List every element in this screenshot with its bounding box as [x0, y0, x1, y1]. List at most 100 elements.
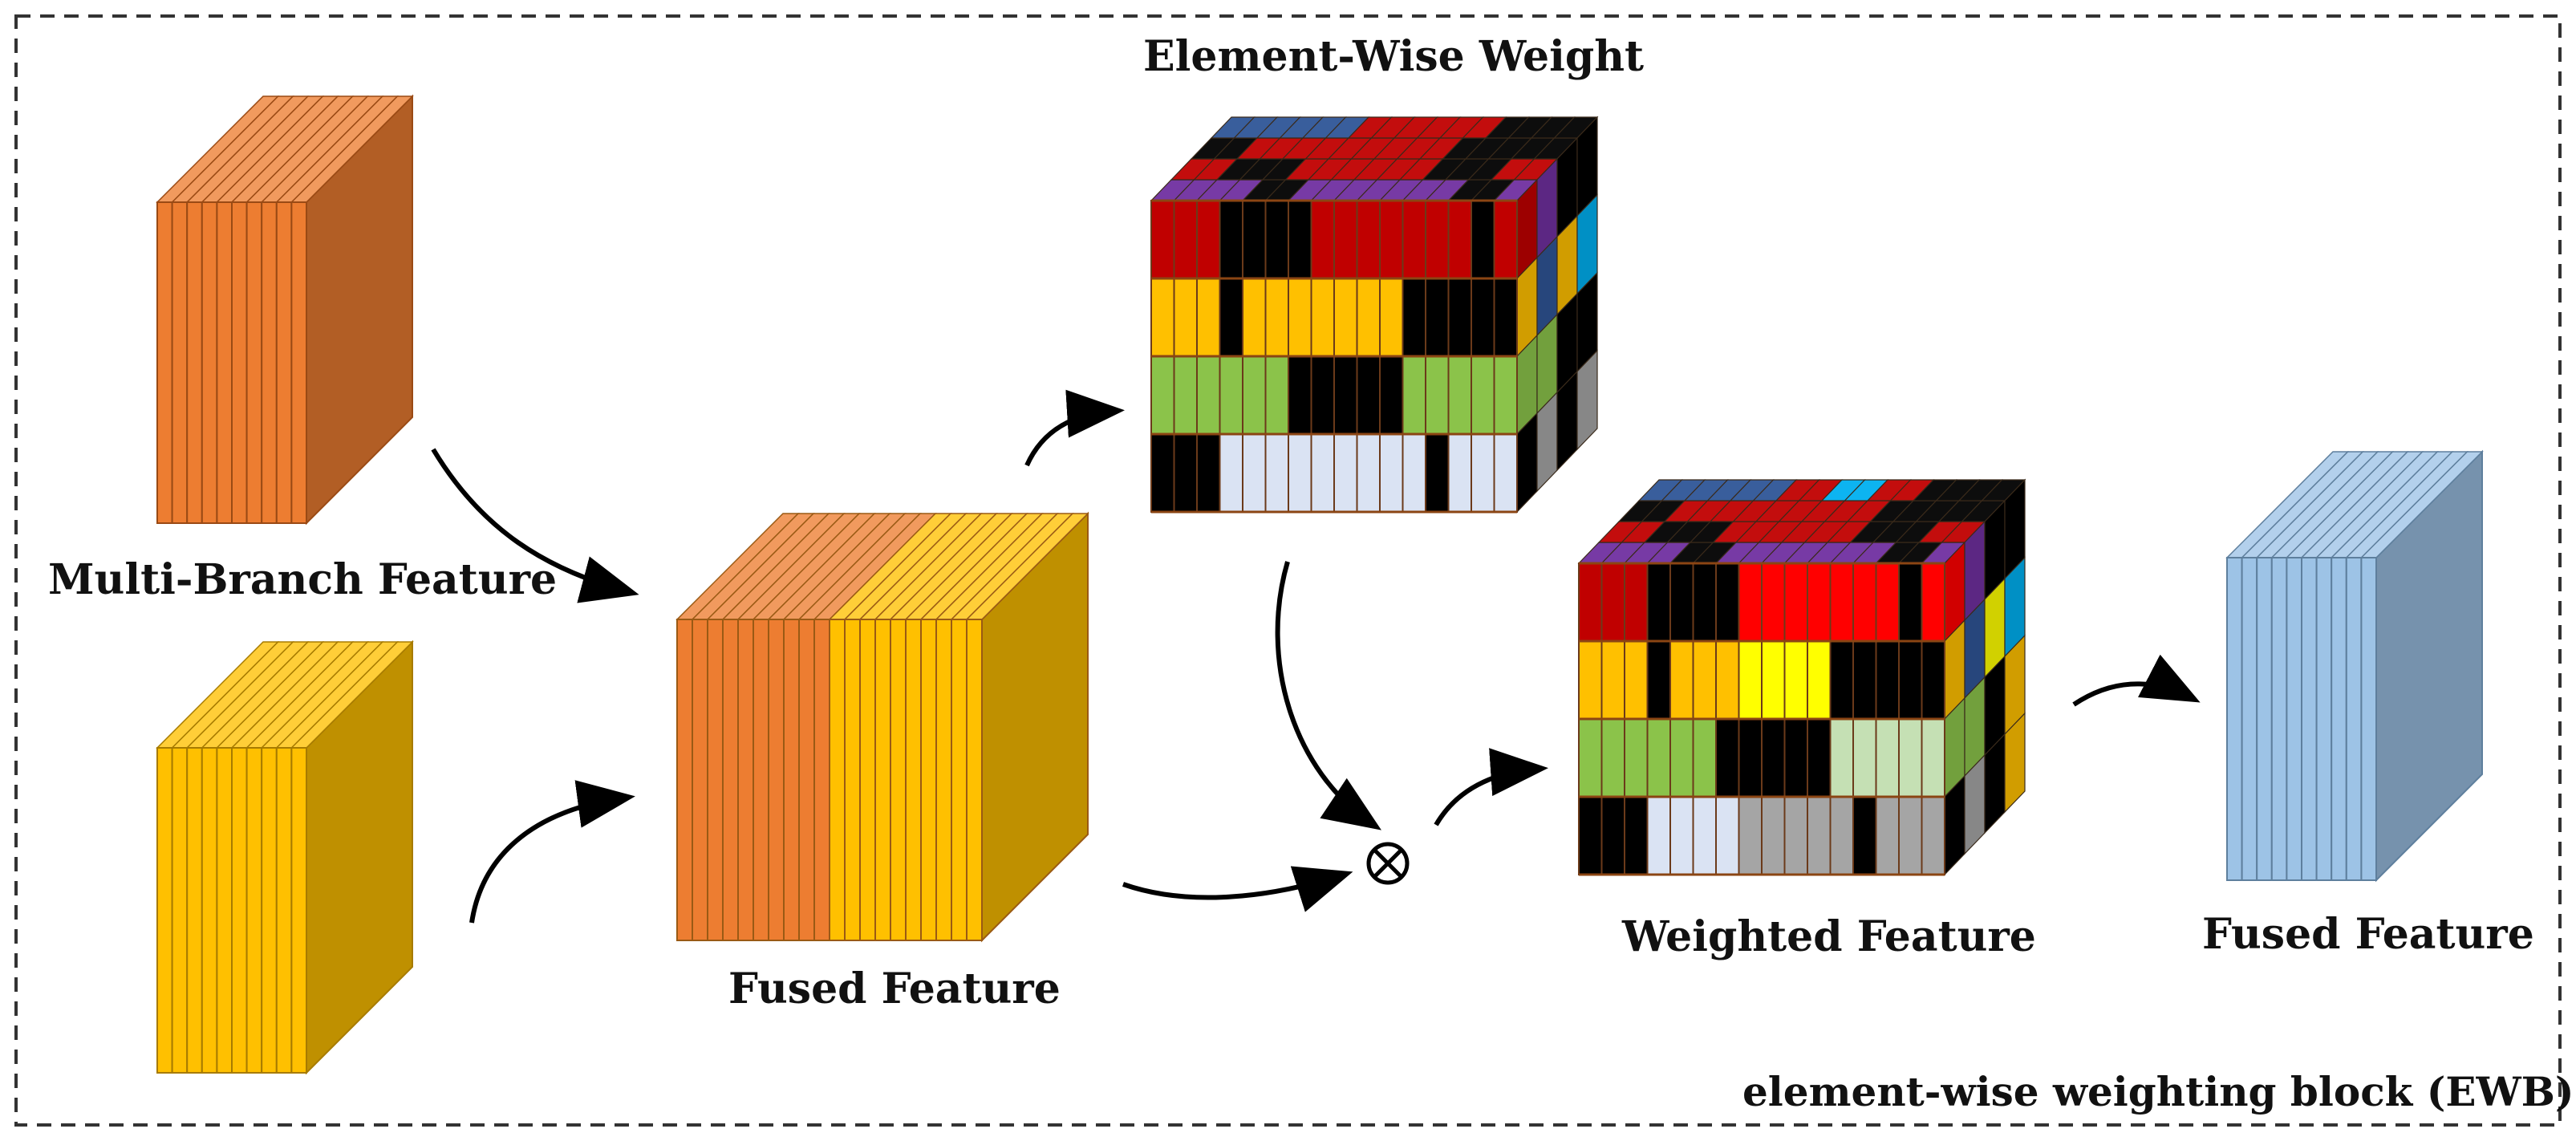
cube-front-cell — [1783, 562, 1808, 642]
cube-front-cell — [1425, 355, 1450, 435]
block-front-slice — [2241, 557, 2258, 881]
cube-front-cell — [1783, 796, 1808, 875]
cube-front-cell — [1264, 355, 1289, 435]
block-front-slice — [2315, 557, 2333, 881]
cube-front-cell — [1898, 718, 1923, 798]
cube-front-cell — [1761, 718, 1786, 798]
cube-front-cell — [1264, 433, 1289, 513]
block-front-slice — [2256, 557, 2273, 881]
cube-front-cell — [1829, 562, 1854, 642]
cube-front-cell — [1715, 562, 1740, 642]
block-front-slice — [171, 747, 189, 1074]
cube-front-cell — [1783, 718, 1808, 798]
cube-front-cell — [1875, 562, 1900, 642]
cube-front-cell — [1669, 562, 1694, 642]
cube-front-cell — [1761, 796, 1786, 875]
cube-front-cell — [1288, 200, 1312, 279]
cube-front-cell — [1669, 640, 1694, 720]
cube-front-cell — [1669, 796, 1694, 875]
cube-front-cell — [1219, 433, 1243, 513]
cube-front-cell — [1898, 796, 1923, 875]
cube-front-cell — [1425, 278, 1450, 357]
cube-front-cell — [1242, 433, 1267, 513]
block-front-slice — [245, 201, 263, 524]
cube-front-cell — [1402, 200, 1426, 279]
cube-front-cell — [1669, 718, 1694, 798]
block-front-slice — [275, 201, 293, 524]
cube-front-cell — [1196, 433, 1221, 513]
cube-front-cell — [1288, 278, 1312, 357]
cube-front-cell — [1493, 200, 1518, 279]
cube-front-cell — [1264, 200, 1289, 279]
cube-front-cell — [1829, 796, 1854, 875]
cube-front-cell — [1646, 640, 1671, 720]
cube-front-cell — [1356, 433, 1381, 513]
cube-front-cell — [1738, 718, 1763, 798]
block-front-slice — [171, 201, 189, 524]
cube-front-cell — [1173, 278, 1198, 357]
element-wise-weight-label: Element-Wise Weight — [1143, 32, 1644, 81]
cube-front-cell — [1807, 640, 1832, 720]
element-wise-weight-cube — [1150, 116, 1599, 514]
cube-front-cell — [1715, 718, 1740, 798]
cube-front-cell — [1379, 355, 1404, 435]
block-front-slice — [245, 747, 263, 1074]
cube-front-cell — [1646, 796, 1671, 875]
block-front-slice — [2301, 557, 2318, 881]
cube-front-cell — [1493, 278, 1518, 357]
cube-front-cell — [1333, 355, 1358, 435]
arrow-operator-to-weighted — [1434, 748, 1548, 826]
block-front-slice — [2331, 557, 2347, 881]
cube-front-cell — [1646, 562, 1671, 642]
block-front-slice — [2226, 557, 2243, 881]
cube-side-cell — [1576, 349, 1598, 451]
block-front-slice — [951, 619, 968, 941]
cube-front-cell — [1310, 355, 1335, 435]
cube-front-cell — [1173, 355, 1198, 435]
cube-front-cell — [1173, 433, 1198, 513]
block-name-label: element-wise weighting block (EWB) — [1742, 1068, 2574, 1115]
cube-front-cell — [1356, 355, 1381, 435]
cube-front-cell — [1471, 355, 1495, 435]
block-front-slice — [275, 747, 293, 1074]
cube-front-cell — [1852, 562, 1877, 642]
block-front-slice — [935, 619, 952, 941]
fused-feature-block — [675, 511, 1089, 943]
cube-front-cell — [1425, 200, 1450, 279]
cube-front-cell — [1738, 796, 1763, 875]
multi-branch-feature-gold — [156, 640, 414, 1075]
cube-front-cell — [1471, 433, 1495, 513]
cube-front-cell — [1196, 355, 1221, 435]
cube-front-cell — [1692, 640, 1717, 720]
cube-front-cell — [1493, 355, 1518, 435]
fused-feature-output-label: Fused Feature — [2202, 910, 2534, 959]
cube-front-cell — [1288, 433, 1312, 513]
block-front-slice — [753, 619, 769, 941]
cube-front-cell — [1852, 718, 1877, 798]
cube-front-cell — [1242, 278, 1267, 357]
block-front-slice — [2360, 557, 2377, 881]
cube-front-cell — [1715, 796, 1740, 875]
cube-front-cell — [1600, 640, 1625, 720]
block-front-slice — [231, 747, 248, 1074]
cube-front-cell — [1578, 796, 1603, 875]
block-front-slice — [290, 201, 307, 524]
cube-front-cell — [1624, 562, 1649, 642]
cube-front-cell — [1425, 433, 1450, 513]
block-frame — [14, 14, 2562, 1127]
cube-front-cell — [1150, 433, 1175, 513]
arrow-fused-to-operator — [1122, 866, 1353, 912]
cube-front-cell — [1898, 640, 1923, 720]
cube-front-cell — [1875, 796, 1900, 875]
block-front-slice — [905, 619, 922, 941]
cube-front-cell — [1173, 200, 1198, 279]
cube-front-cell — [1761, 562, 1786, 642]
flow-arrows — [431, 389, 2201, 924]
cube-front-cell — [1196, 200, 1221, 279]
cube-front-cell — [1921, 718, 1945, 798]
multi-branch-feature-label: Multi-Branch Feature — [48, 555, 557, 604]
block-front-slice — [201, 747, 218, 1074]
block-front-slice — [676, 619, 693, 941]
cube-front-cell — [1807, 718, 1832, 798]
block-front-slice — [2270, 557, 2288, 881]
